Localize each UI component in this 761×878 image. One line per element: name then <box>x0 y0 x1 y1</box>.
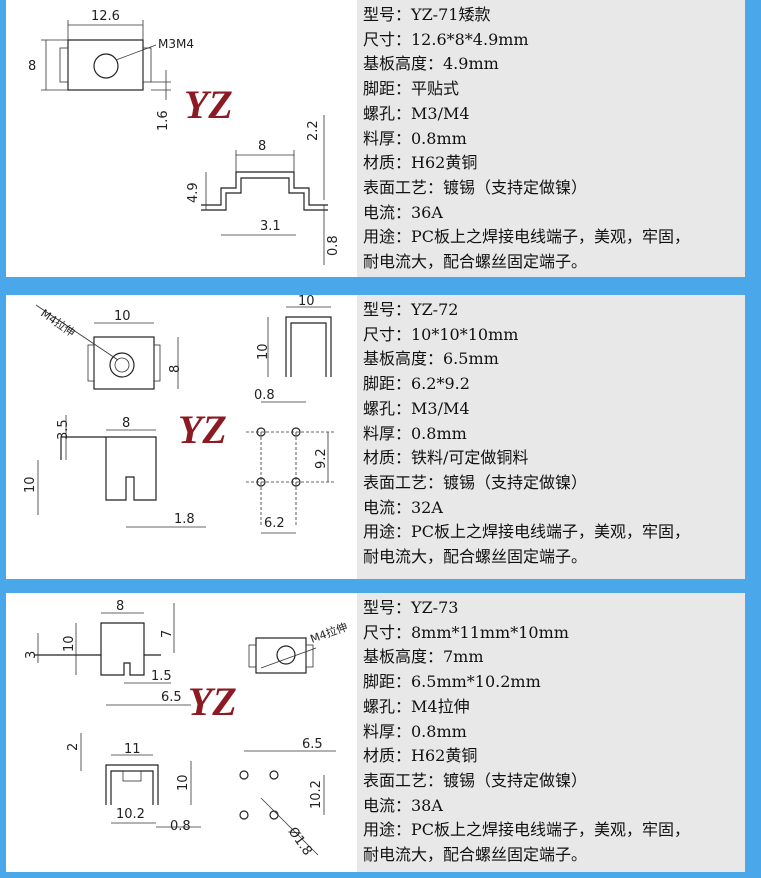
dim-label: 10 <box>256 343 271 360</box>
dim-label: 3 <box>24 651 39 659</box>
dim-label: 1.5 <box>151 669 172 684</box>
spec-list: 型号：YZ-71矮款 尺寸：12.6*8*4.9mm 基板高度：4.9mm 脚距… <box>357 0 745 277</box>
dim-label: 10 <box>114 309 131 324</box>
technical-drawing: 12.6 8 M3M4 1.6 YZ <box>6 0 354 277</box>
dim-label: 10.2 <box>309 780 324 809</box>
spec-usage-cont: 耐电流大，配合螺丝固定端子。 <box>363 547 588 567</box>
top-view: 12.6 8 M3M4 1.6 <box>28 9 194 131</box>
side-view: 2 11 10 10.2 0.8 <box>66 733 201 834</box>
spec-list: 型号：YZ-73 尺寸：8mm*11mm*10mm 基板高度：7mm 脚距：6.… <box>357 593 745 872</box>
dim-label: 11 <box>124 742 141 757</box>
dim-label: 10 <box>176 774 191 791</box>
spec-size: 尺寸：10*10*10mm <box>363 324 519 344</box>
top-view-right: M4拉伸 <box>248 619 349 674</box>
dim-label: 0.8 <box>254 388 275 403</box>
divider-1 <box>0 277 761 295</box>
dim-label: 0.8 <box>326 235 341 256</box>
spec-usage: 用途：PC板上之焊接电线端子，美观，牢固， <box>363 522 691 542</box>
spec-material: 材质：铁料/可定做铜料 <box>363 448 529 468</box>
spec-base-height: 基板高度：7mm <box>363 647 484 667</box>
spec-base-height: 基板高度：6.5mm <box>363 349 499 369</box>
left-border <box>0 0 6 878</box>
dim-label: 10 <box>298 295 315 309</box>
yz-logo: YZ <box>178 407 227 452</box>
product-section-yz73: 8 10 3 7 1.5 6.5 M4拉伸 YZ <box>6 593 745 872</box>
pin-layout: 9.2 6.2 <box>246 427 336 534</box>
dim-label: M4拉伸 <box>38 306 78 340</box>
spec-usage: 用途：PC板上之焊接电线端子，美观，牢固， <box>363 227 691 247</box>
dim-label: 1.8 <box>174 512 195 527</box>
dim-label: 0.8 <box>170 819 191 834</box>
spec-size: 尺寸：12.6*8*4.9mm <box>363 29 529 49</box>
dim-label: 8 <box>258 139 266 154</box>
spec-usage-cont: 耐电流大，配合螺丝固定端子。 <box>363 252 588 272</box>
spec-current: 电流：38A <box>363 795 443 815</box>
spec-finish: 表面工艺：镀锡（支持定做镍） <box>363 177 588 197</box>
dim-label: Ø1.8 <box>285 825 315 859</box>
side-view: 8 2.2 4.9 3.1 0.8 <box>186 115 341 265</box>
dim-label: 1.6 <box>156 110 171 131</box>
spec-material: 材质：H62黄铜 <box>363 746 478 766</box>
spec-size: 尺寸：8mm*11mm*10mm <box>363 622 569 642</box>
dim-label: 7 <box>160 630 175 638</box>
spec-model: 型号：YZ-72 <box>363 300 459 319</box>
product-section-yz72: 10 8 M4拉伸 YZ 10 10 0.8 <box>6 295 745 579</box>
logo-text: YZ <box>188 679 237 724</box>
dim-label: 6.5 <box>302 737 323 752</box>
dim-label: 4.9 <box>186 182 201 203</box>
spec-usage: 用途：PC板上之焊接电线端子，美观，牢固， <box>363 820 691 840</box>
dim-label: 3.1 <box>260 219 281 234</box>
dim-label: 10 <box>62 635 77 652</box>
side-view-right: 10 10 0.8 <box>254 295 332 403</box>
dim-label: 2 <box>66 743 81 751</box>
dim-label: 8 <box>116 599 124 614</box>
dim-label: M3M4 <box>158 37 194 51</box>
dim-label: M4拉伸 <box>308 619 349 645</box>
front-view: 8 3.5 10 1.8 <box>23 415 206 528</box>
dim-label: 10.2 <box>116 807 145 822</box>
spec-current: 电流：32A <box>363 497 443 517</box>
pin-layout: 6.5 10.2 Ø1.8 <box>239 737 336 859</box>
dim-label: 8 <box>168 365 183 373</box>
spec-model: 型号：YZ-73 <box>363 598 459 617</box>
dim-label: 8 <box>122 416 130 431</box>
front-view: 8 10 3 7 1.5 6.5 <box>24 599 191 706</box>
spec-thickness: 料厚：0.8mm <box>363 721 467 741</box>
spec-thickness: 料厚：0.8mm <box>363 423 467 443</box>
spec-finish: 表面工艺：镀锡（支持定做镍） <box>363 770 588 790</box>
dim-label: 9.2 <box>314 448 329 469</box>
right-border <box>745 0 761 878</box>
divider-2 <box>0 579 761 593</box>
top-view: 10 8 M4拉伸 <box>35 304 183 390</box>
dim-label: 2.2 <box>306 120 321 141</box>
spec-thickness: 料厚：0.8mm <box>363 128 467 148</box>
spec-screw-hole: 螺孔：M3/M4 <box>363 398 470 418</box>
technical-drawing: 10 8 M4拉伸 YZ 10 10 0.8 <box>6 295 354 579</box>
spec-pitch: 脚距：平贴式 <box>363 79 460 99</box>
spec-current: 电流：36A <box>363 202 443 222</box>
spec-list: 型号：YZ-72 尺寸：10*10*10mm 基板高度：6.5mm 脚距：6.2… <box>357 295 745 579</box>
spec-finish: 表面工艺：镀锡（支持定做镍） <box>363 472 588 492</box>
spec-base-height: 基板高度：4.9mm <box>363 54 499 74</box>
yz-logo: YZ <box>184 82 233 127</box>
spec-screw-hole: 螺孔：M3/M4 <box>363 103 470 123</box>
product-section-yz71: 12.6 8 M3M4 1.6 YZ <box>6 0 745 277</box>
logo-text: YZ <box>184 82 233 127</box>
dim-label: 3.5 <box>56 419 71 440</box>
dim-label: 6.2 <box>264 516 285 531</box>
dim-label: 10 <box>23 476 38 493</box>
spec-pitch: 脚距：6.2*9.2 <box>363 374 470 394</box>
dim-label: 8 <box>28 59 36 74</box>
logo-text: YZ <box>178 407 227 452</box>
yz-logo: YZ <box>188 679 237 724</box>
technical-drawing: 8 10 3 7 1.5 6.5 M4拉伸 YZ <box>6 593 354 872</box>
dim-label: 12.6 <box>91 9 120 24</box>
spec-pitch: 脚距：6.5mm*10.2mm <box>363 672 541 692</box>
dim-label: 6.5 <box>161 690 182 705</box>
spec-model: 型号：YZ-71矮款 <box>363 5 491 24</box>
spec-material: 材质：H62黄铜 <box>363 153 478 173</box>
bottom-border <box>0 872 761 878</box>
spec-screw-hole: 螺孔：M4拉伸 <box>363 696 470 716</box>
spec-usage-cont: 耐电流大，配合螺丝固定端子。 <box>363 845 588 865</box>
